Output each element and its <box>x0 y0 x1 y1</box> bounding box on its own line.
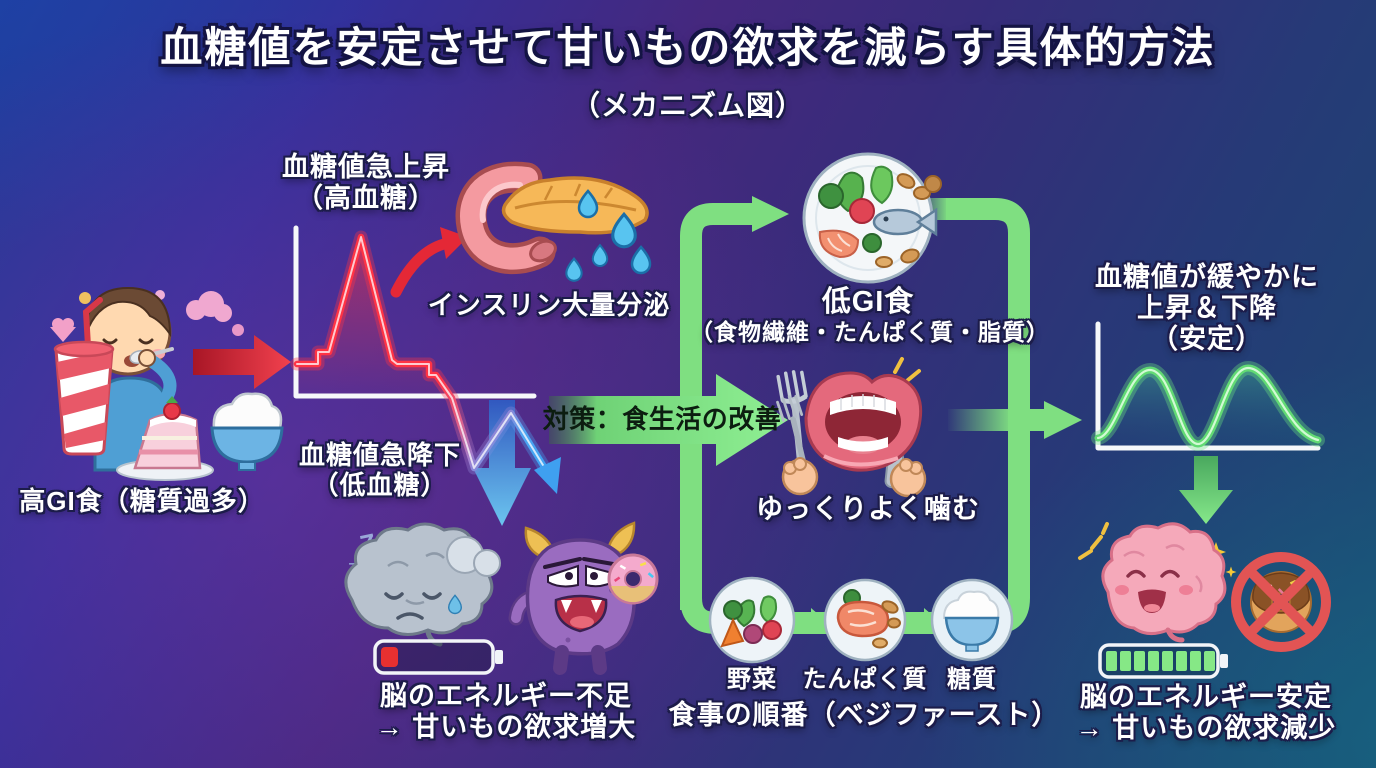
label-meal-step-carbs: 糖質 <box>947 666 997 693</box>
no-sweets-sign-icon <box>1231 552 1331 652</box>
label-blood-spike-up-line2: （高血糖） <box>296 182 436 213</box>
boy-eating-icon <box>50 286 284 481</box>
sleepy-brain-icon: Z z <box>344 522 501 647</box>
spike-chart <box>290 225 561 526</box>
zigzag-arrowhead <box>534 457 561 494</box>
meal-step-arrow-1 <box>797 608 825 632</box>
label-brain-energy-low: 脳のエネルギー不足 → 甘いもの欲求増大 <box>376 681 637 743</box>
pancreas-icon <box>455 161 652 282</box>
label-high-gi: 高GI食（糖質過多） <box>19 486 265 516</box>
glucose-line <box>290 230 553 477</box>
countermeasure-arrow <box>549 374 788 466</box>
cake-icon <box>116 396 214 481</box>
label-meal-step-vegetables: 野菜 <box>727 666 777 693</box>
protein-plate-icon <box>823 578 907 662</box>
label-brain-energy-low-line1: 脳のエネルギー不足 <box>379 681 632 711</box>
empty-battery-icon <box>373 639 503 675</box>
meal-step-arrow-2 <box>910 608 938 632</box>
mouth-chewing-icon <box>776 357 927 498</box>
arrow-spike-to-pancreas <box>390 227 468 298</box>
label-stable-glucose: 血糖値が緩やかに 上昇＆下降 （安定） <box>1095 262 1319 354</box>
label-low-gi-subtitle: （食物繊維・たんぱく質・脂質） <box>690 319 1050 345</box>
label-blood-spike-down: 血糖値急降下 （低血糖） <box>298 440 462 500</box>
label-chew: ゆっくりよく噛む <box>756 494 980 524</box>
boy-hair <box>85 286 172 338</box>
blue-crash-arrow <box>473 400 531 526</box>
label-stable-glucose-line1: 血糖値が緩やかに <box>1095 262 1319 292</box>
label-brain-energy-low-line2: → 甘いもの欲求増大 <box>375 711 637 742</box>
label-stable-glucose-line3: （安定） <box>1151 323 1263 354</box>
label-blood-spike-up: 血糖値急上昇 （高血糖） <box>282 152 450 214</box>
stable-wave-chart <box>1091 321 1325 452</box>
rice-bowl-icon <box>210 392 284 471</box>
pipe-left-trunk <box>680 203 752 610</box>
page-title: 血糖値を安定させて甘いもの欲求を減らす具体的方法 <box>160 24 1216 71</box>
rice-plate-icon <box>930 578 1014 662</box>
arrowhead-to-low-gi <box>752 196 789 232</box>
soda-cup-icon <box>53 297 115 456</box>
vegetable-plate-icon <box>708 576 796 664</box>
label-countermeasure: 対策：食生活の改善 <box>542 404 782 434</box>
label-meal-order: 食事の順番（ベジファースト） <box>668 700 1060 730</box>
label-low-gi-title: 低GI食 <box>821 286 915 318</box>
label-insulin: インスリン大量分泌 <box>427 290 671 320</box>
full-battery-icon <box>1098 643 1228 679</box>
sugar-monster-icon <box>508 521 659 675</box>
page-subtitle: （メカニズム図） <box>571 90 805 121</box>
arrowhead-to-stable-chart <box>1044 401 1082 439</box>
low-gi-plate-icon <box>802 152 942 284</box>
label-blood-spike-down-line1: 血糖値急降下 <box>298 440 462 470</box>
spike-chart-fill <box>297 237 450 396</box>
label-blood-spike-down-line2: （低血糖） <box>312 469 448 500</box>
arrow-highgi-to-chart <box>193 335 291 389</box>
label-brain-energy-stable-line2: → 甘いもの欲求減少 <box>1075 712 1337 743</box>
label-brain-energy-stable-line1: 脳のエネルギー安定 <box>1079 682 1332 712</box>
label-blood-spike-up-line1: 血糖値急上昇 <box>282 152 450 182</box>
donut-icon <box>607 553 659 605</box>
happy-brain-icon <box>1078 522 1237 643</box>
label-brain-energy-stable: 脳のエネルギー安定 → 甘いもの欲求減少 <box>1076 682 1337 744</box>
label-meal-step-protein: たんぱく質 <box>802 666 928 693</box>
arrow-stable-to-brain <box>1179 456 1233 524</box>
label-stable-glucose-line2: 上昇＆下降 <box>1137 292 1277 323</box>
